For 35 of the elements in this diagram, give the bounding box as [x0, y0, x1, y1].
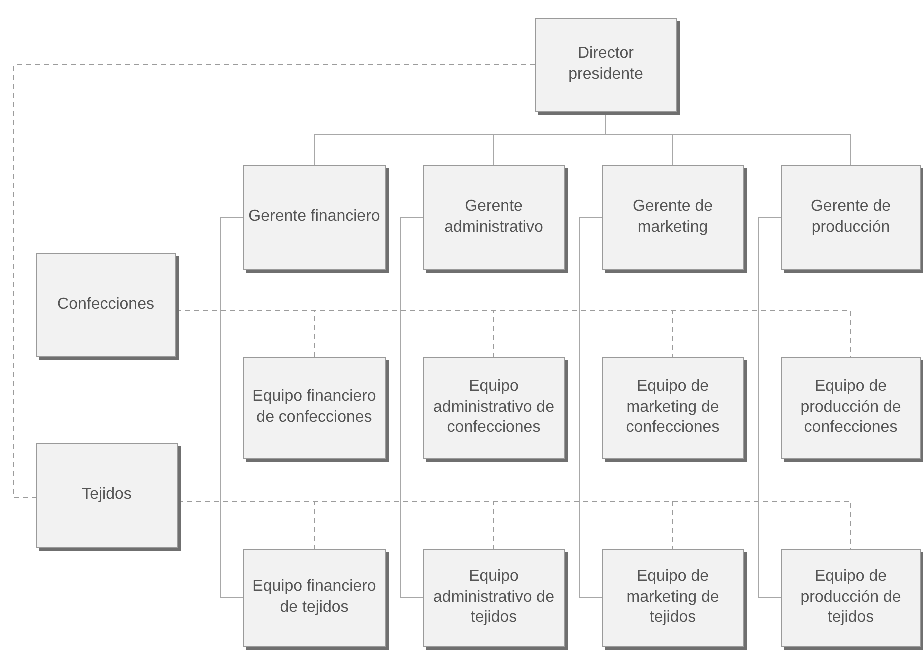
org-box [602, 549, 744, 647]
org-box [423, 165, 565, 270]
connector-line [580, 218, 602, 598]
org-box [781, 357, 921, 459]
box-label: Gerente de producción [810, 196, 892, 238]
box-label: Gerente de marketing [632, 196, 714, 238]
box-label: Equipo administrativo de confecciones [432, 376, 556, 438]
org-box [243, 549, 386, 647]
dashed-connector [14, 64, 536, 498]
org-box [781, 165, 921, 270]
box-label: Equipo de producción de confecciones [800, 376, 902, 438]
box-label: Director presidente [568, 44, 644, 85]
org-box [243, 165, 386, 270]
org-box [423, 357, 565, 459]
box-label: Confecciones [58, 294, 154, 315]
connector-line [758, 218, 782, 598]
box-label: Gerente administrativo [444, 196, 544, 238]
org-box [243, 357, 386, 459]
box-label: Gerente financiero [248, 207, 380, 228]
box-label: Equipo de producción de tejidos [800, 566, 902, 628]
box-label: Equipo administrativo de tejidos [432, 566, 556, 628]
org-box [602, 357, 744, 459]
box-label: Equipo de marketing de confecciones [625, 376, 721, 438]
box-label: Tejidos [82, 485, 132, 506]
org-box [602, 165, 744, 270]
org-box [535, 18, 677, 112]
org-box [36, 443, 178, 548]
org-box [423, 549, 565, 647]
box-label: Equipo financiero de tejidos [252, 577, 378, 618]
org-box [36, 253, 176, 357]
org-box [781, 549, 921, 647]
connector-line [220, 218, 244, 598]
box-label: Equipo de marketing de tejidos [626, 566, 720, 628]
box-label: Equipo financiero de confecciones [252, 387, 378, 428]
connector-line [400, 218, 424, 598]
